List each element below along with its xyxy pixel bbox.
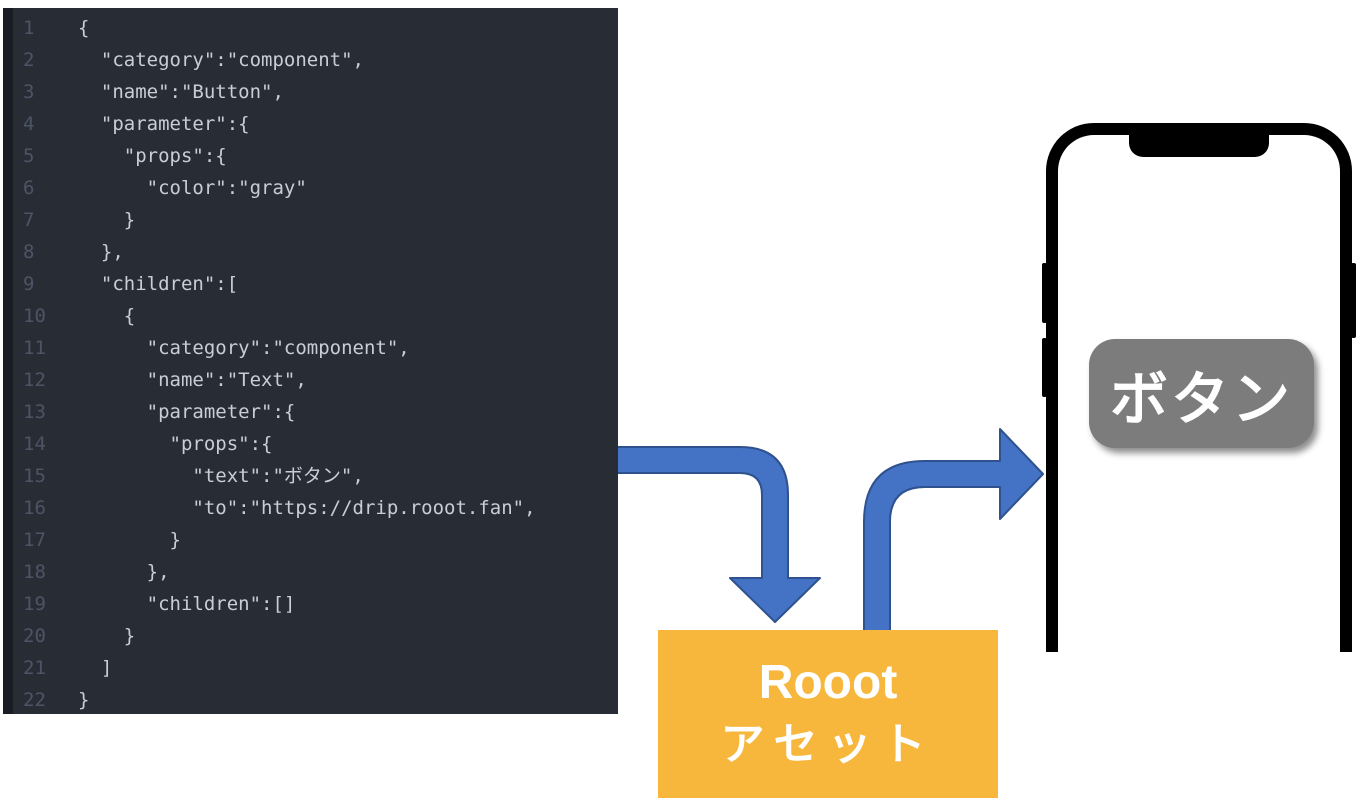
- line-number: 14: [23, 433, 46, 455]
- code-text: "text":"ボタン",: [78, 465, 364, 487]
- code-line: 17 }: [13, 524, 618, 556]
- code-line: 4 "parameter":{: [13, 108, 618, 140]
- code-line: 19 "children":[]: [13, 588, 618, 620]
- code-text: {: [78, 17, 90, 39]
- line-number: 2: [23, 49, 35, 71]
- line-number: 4: [23, 113, 35, 135]
- code-text: }: [78, 689, 90, 711]
- code-line: 10 {: [13, 300, 618, 332]
- line-number: 19: [23, 593, 46, 615]
- code-text: "props":{: [78, 145, 227, 167]
- json-code-panel: 1 { 2 "category":"component", 3 "name":"…: [3, 8, 618, 714]
- line-number: 17: [23, 529, 46, 551]
- line-number: 10: [23, 305, 46, 327]
- code-text: "props":{: [78, 433, 273, 455]
- asset-box-subtitle: アセット: [720, 720, 936, 769]
- code-text: },: [78, 561, 170, 583]
- line-number: 16: [23, 497, 46, 519]
- code-line: 20 }: [13, 620, 618, 652]
- code-to-asset-arrow: [609, 446, 821, 623]
- code-line: 9 "children":[: [13, 268, 618, 300]
- code-line: 11 "category":"component",: [13, 332, 618, 364]
- code-text: "parameter":{: [78, 113, 250, 135]
- line-number: 3: [23, 81, 35, 103]
- code-text: "name":"Text",: [78, 369, 307, 391]
- line-number: 1: [23, 17, 35, 39]
- line-number: 8: [23, 241, 35, 263]
- code-text: }: [78, 625, 136, 647]
- code-line: 6 "color":"gray": [13, 172, 618, 204]
- code-line: 21 ]: [13, 652, 618, 684]
- code-line: 3 "name":"Button",: [13, 76, 618, 108]
- line-number: 18: [23, 561, 46, 583]
- code-line: 8 },: [13, 236, 618, 268]
- volume-down-button: [1042, 338, 1047, 397]
- asset-to-phone-arrow: [863, 428, 1044, 639]
- rooot-asset-box: Rooot アセット: [658, 630, 998, 798]
- code-line: 1 {: [13, 12, 618, 44]
- code-text: "category":"component",: [78, 337, 410, 359]
- phone-notch: [1129, 135, 1269, 157]
- line-number: 6: [23, 177, 35, 199]
- line-number: 12: [23, 369, 46, 391]
- line-number: 13: [23, 401, 46, 423]
- code-text: }: [78, 529, 181, 551]
- code-text: }: [78, 209, 136, 231]
- code-line: 2 "category":"component",: [13, 44, 618, 76]
- code-line: 12 "name":"Text",: [13, 364, 618, 396]
- power-button: [1351, 263, 1356, 338]
- code-text: "children":[]: [78, 593, 296, 615]
- code-line: 5 "props":{: [13, 140, 618, 172]
- asset-box-title: Rooot: [758, 656, 898, 709]
- code-text: "category":"component",: [78, 49, 364, 71]
- volume-up-button: [1042, 263, 1047, 323]
- code-text: "children":[: [78, 273, 239, 295]
- code-line: 7 }: [13, 204, 618, 236]
- code-text: "name":"Button",: [78, 81, 284, 103]
- line-number: 5: [23, 145, 35, 167]
- line-number: 20: [23, 625, 46, 647]
- code-text: {: [78, 305, 136, 327]
- code-text: },: [78, 241, 124, 263]
- line-number: 21: [23, 657, 46, 679]
- code-text: "color":"gray": [78, 177, 307, 199]
- line-number: 11: [23, 337, 46, 359]
- phone-mockup: ボタン: [1042, 123, 1356, 652]
- code-line: 18 },: [13, 556, 618, 588]
- code-text: ]: [78, 657, 113, 679]
- line-number: 15: [23, 465, 46, 487]
- rendered-app-button[interactable]: ボタン: [1089, 339, 1314, 448]
- code-line: 15 "text":"ボタン",: [13, 460, 618, 492]
- code-line: 14 "props":{: [13, 428, 618, 460]
- code-text: "to":"https://drip.rooot.fan",: [78, 497, 536, 519]
- code-lines-container: 1 { 2 "category":"component", 3 "name":"…: [13, 12, 618, 714]
- code-line: 16 "to":"https://drip.rooot.fan",: [13, 492, 618, 524]
- code-line: 13 "parameter":{: [13, 396, 618, 428]
- code-text: "parameter":{: [78, 401, 296, 423]
- line-number: 7: [23, 209, 35, 231]
- code-line: 22 }: [13, 684, 618, 714]
- line-number: 22: [23, 689, 46, 711]
- line-number: 9: [23, 273, 35, 295]
